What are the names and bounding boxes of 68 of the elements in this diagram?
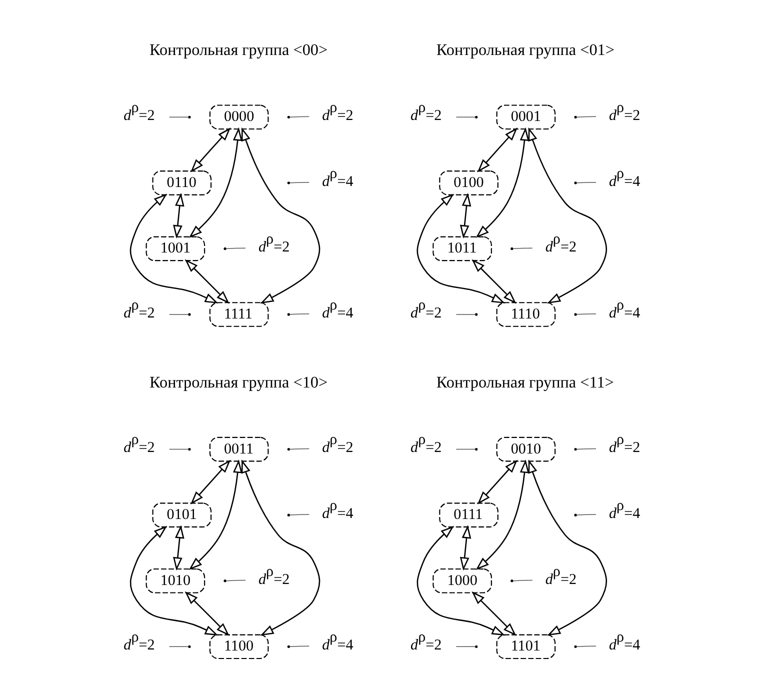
connector (288, 116, 310, 118)
connector (168, 314, 188, 315)
connector (168, 646, 188, 648)
arrow (416, 194, 505, 304)
connector (576, 514, 596, 516)
node-box: 0001 (496, 104, 556, 130)
connector (288, 182, 310, 184)
connector (576, 182, 596, 184)
connector (288, 314, 310, 315)
arrow (190, 128, 230, 172)
node-box: 0111 (438, 502, 498, 528)
arrow (129, 526, 218, 636)
connector (512, 580, 532, 582)
arrow (476, 460, 518, 504)
label: Контрольная группа <11> (436, 374, 614, 392)
arrow (188, 127, 242, 238)
arrow (471, 591, 516, 636)
node-box: 0101 (152, 502, 212, 528)
connector (455, 448, 476, 450)
label: Контрольная группа <00> (149, 42, 328, 60)
node-box: 0110 (152, 170, 212, 196)
node-box: 1110 (496, 302, 556, 327)
arrow (184, 259, 229, 304)
arrow (459, 192, 471, 238)
arrow (416, 526, 505, 636)
arrow (190, 460, 230, 504)
arrow (528, 460, 606, 636)
arrow (240, 460, 320, 636)
label: Контрольная группа <01> (436, 42, 614, 60)
arrow (528, 127, 606, 304)
label: Контрольная группа <10> (149, 374, 328, 392)
connector (288, 646, 310, 647)
connector (576, 314, 596, 315)
node-box: 1111 (208, 302, 268, 327)
connector (512, 248, 532, 250)
arrow (471, 259, 516, 304)
node-box: 0100 (438, 170, 498, 196)
connector (576, 448, 596, 450)
connector (225, 580, 246, 582)
node-box: 1000 (432, 568, 492, 594)
arrow (459, 525, 471, 571)
node-box: 1001 (145, 236, 205, 262)
node-box: 1010 (145, 568, 205, 594)
node-box: 0000 (208, 104, 268, 130)
connector (288, 514, 310, 516)
node-box: 1101 (496, 634, 556, 660)
connector (288, 448, 310, 450)
arrow (184, 591, 229, 636)
connector (225, 248, 246, 250)
arrow (172, 525, 184, 571)
arrow (188, 459, 242, 570)
node-box: 0011 (208, 436, 268, 462)
arrow (172, 192, 184, 238)
arrow (476, 128, 518, 172)
connector (455, 646, 476, 648)
arrow (475, 127, 529, 238)
arrow (240, 127, 320, 304)
connector (455, 116, 476, 118)
node-box: 1011 (432, 236, 492, 262)
connector (455, 314, 476, 315)
connector (576, 116, 596, 118)
connector (168, 116, 188, 118)
connector (576, 646, 596, 647)
node-box: 0010 (496, 436, 556, 462)
arrow (129, 194, 218, 304)
node-box: 1100 (208, 634, 268, 660)
arrow (475, 459, 529, 570)
connector (168, 448, 188, 450)
